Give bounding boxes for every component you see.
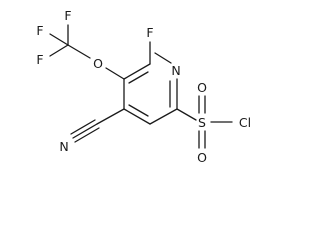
bond-cn-triple-a: [72, 123, 98, 139]
atom-nitrile-n: N: [59, 139, 68, 154]
bond-c6-s: [176, 108, 197, 121]
atom-ring-nitrogen: N: [171, 63, 180, 78]
atom-trifluoromethyl-f1: F: [64, 8, 71, 23]
atom-sulfonyl-o-bottom: O: [197, 150, 207, 165]
bond-c6-c5: [149, 108, 178, 125]
bond-c5-c4-inner: [128, 104, 149, 117]
bond-o-cf3: [67, 44, 91, 59]
atom-oxygen-ether: O: [93, 56, 103, 71]
bond-c2-n: [154, 52, 172, 64]
atom-trifluoromethyl-f2: F: [36, 23, 43, 38]
atom-sulfur: S: [198, 115, 206, 130]
atom-chlorine: Cl: [239, 115, 251, 130]
bond-cf3-f2: [49, 33, 69, 46]
bond-cf3-f3: [49, 44, 69, 57]
bond-c3-c2-inner: [128, 71, 149, 84]
bond-c3-o: [105, 67, 125, 80]
bond-c4-cn: [96, 108, 125, 125]
bond-cn-triple-c: [74, 127, 100, 143]
structure-drawing: N F O F F F S O O Cl N: [36, 8, 251, 165]
atom-fluorine-ring: F: [146, 25, 153, 40]
pyridine-ring: [123, 52, 178, 125]
bond-cn-triple-b: [70, 119, 96, 135]
atom-trifluoromethyl-f3: F: [36, 52, 43, 67]
bond-c3-c2: [123, 63, 151, 80]
bond-c5-c4: [123, 108, 151, 125]
atom-sulfonyl-o-top: O: [197, 80, 207, 95]
